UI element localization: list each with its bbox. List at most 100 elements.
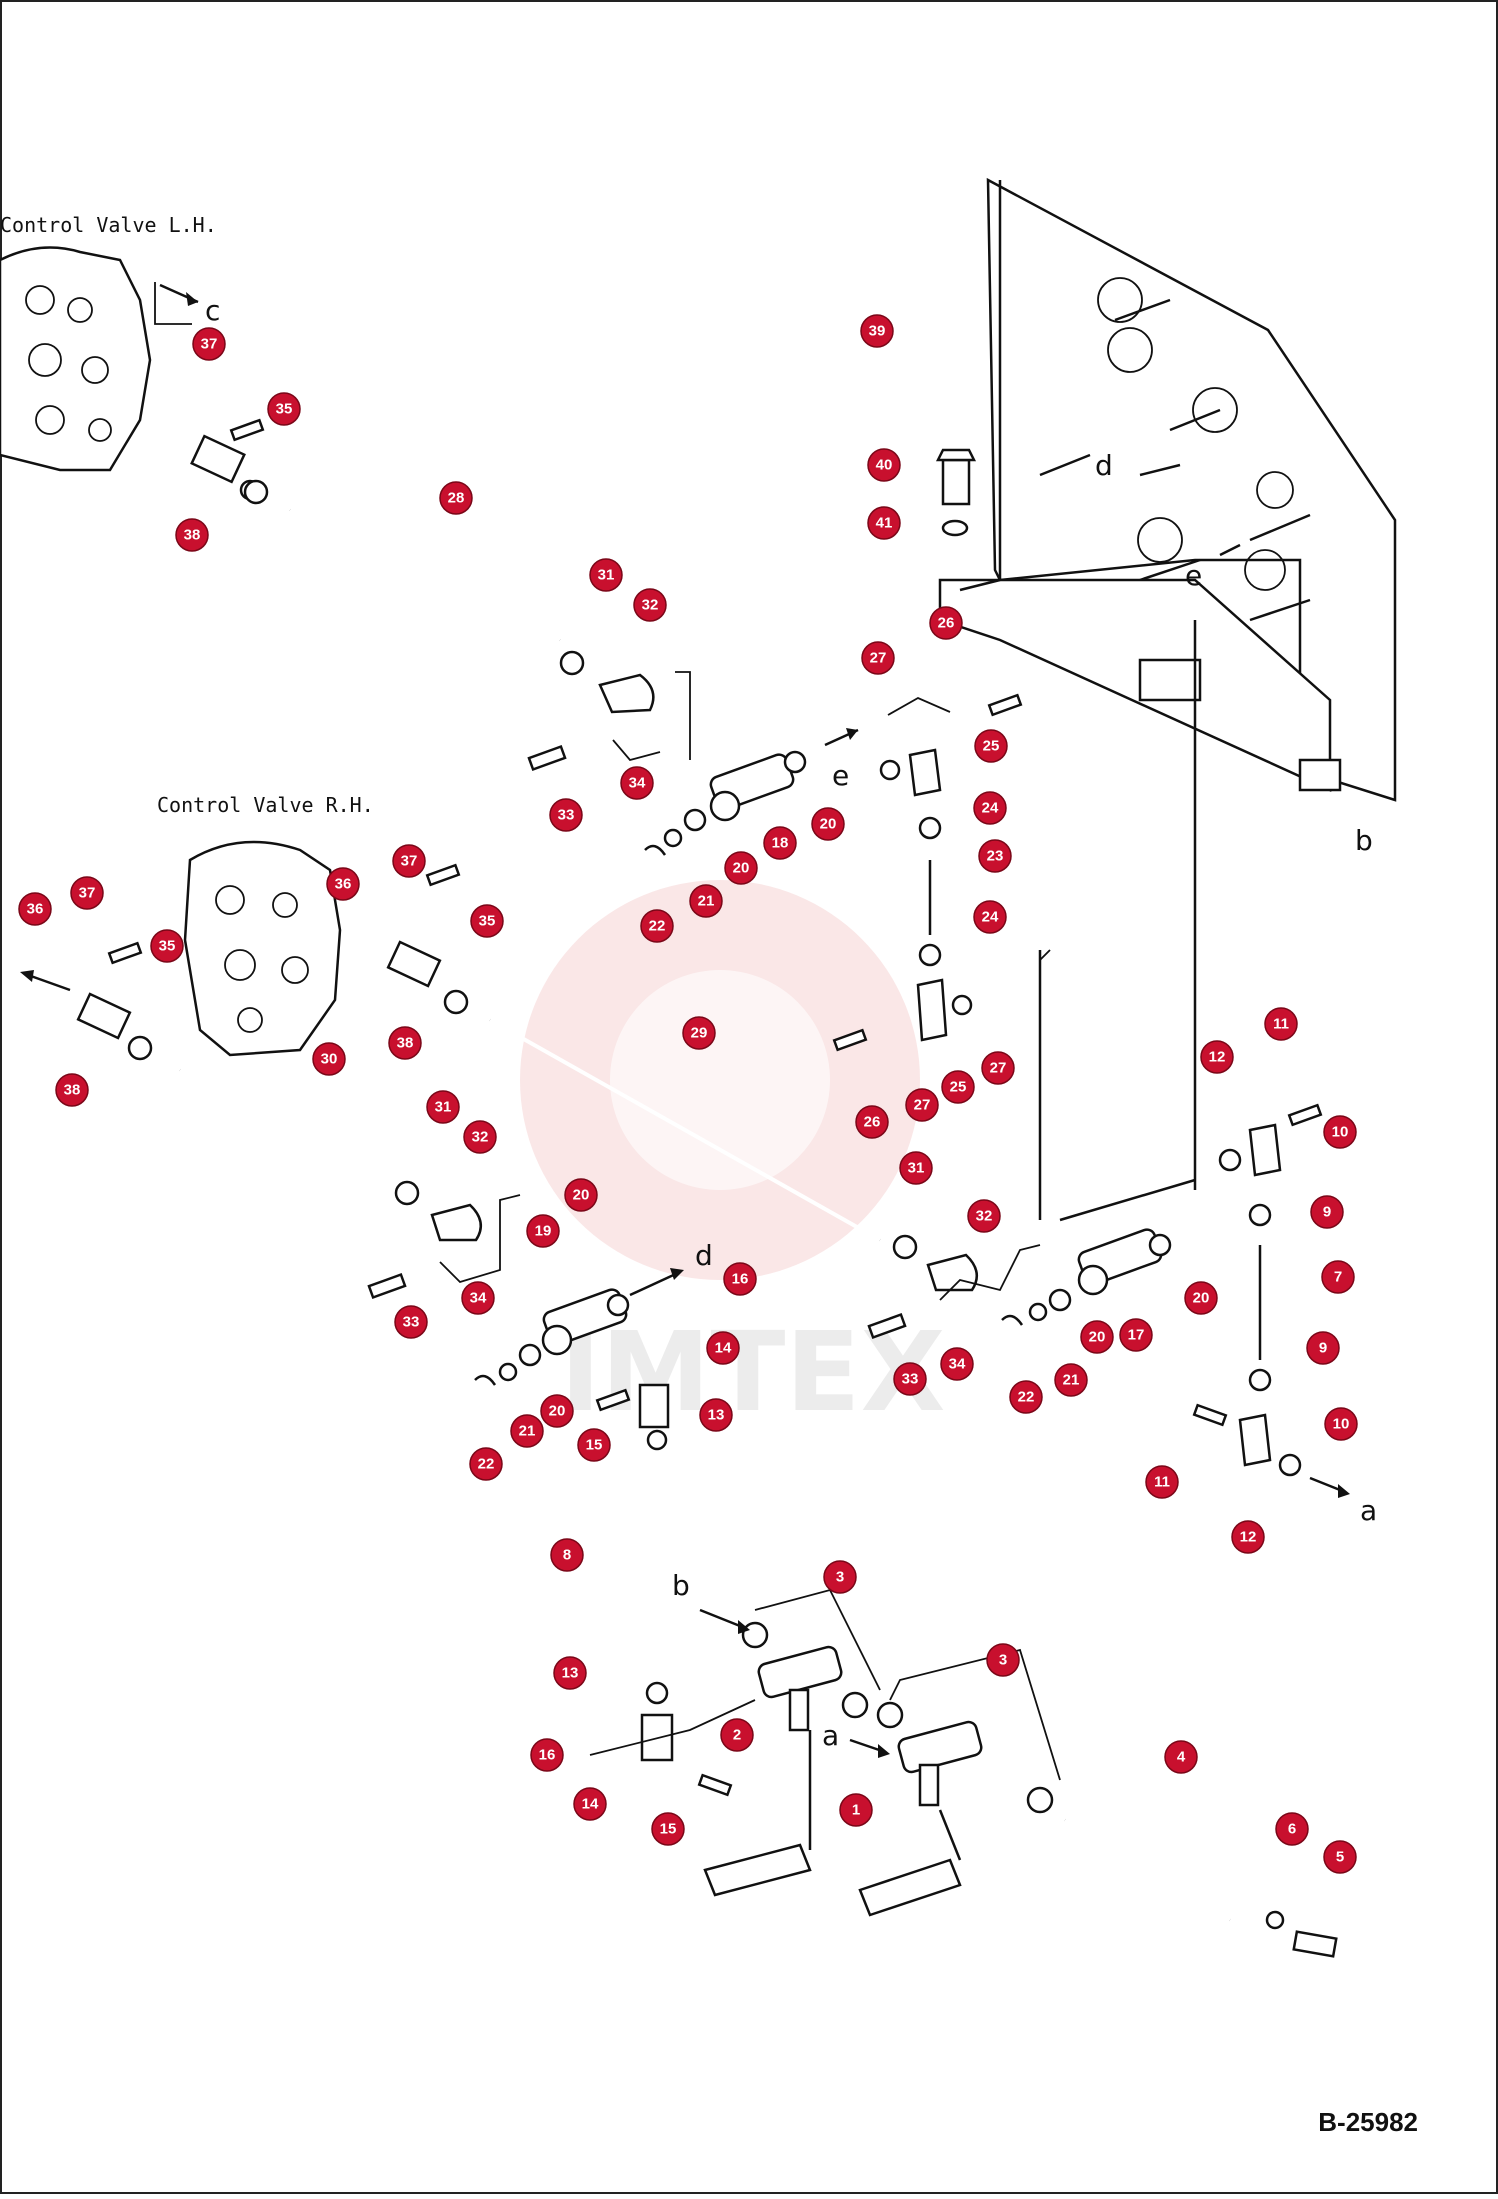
arrow-letter-a-lower: a (822, 1719, 839, 1752)
svg-text:32: 32 (472, 1129, 489, 1146)
badge-24-lower: 24 (973, 900, 1007, 934)
svg-text:10: 10 (1333, 1416, 1350, 1433)
svg-text:13: 13 (562, 1665, 579, 1682)
badge-7: 7 (1321, 1260, 1355, 1294)
svg-text:4: 4 (1177, 1749, 1186, 1766)
bolt-33-upper (527, 744, 567, 772)
joint-36-left (76, 992, 132, 1040)
svg-text:29: 29 (691, 1025, 708, 1042)
badge-38-right: 38 (388, 1026, 422, 1060)
badge-9-upper: 9 (1310, 1195, 1344, 1229)
rod-30 (178, 1067, 402, 1193)
svg-text:11: 11 (1273, 1016, 1289, 1033)
badge-40: 40 (867, 448, 901, 482)
bolt-37-right (425, 863, 461, 887)
svg-text:37: 37 (401, 853, 418, 870)
svg-text:15: 15 (660, 1821, 677, 1838)
badge-11-lower: 11 (1145, 1465, 1179, 1499)
nut-35-upper (243, 479, 269, 505)
svg-text:1: 1 (852, 1802, 860, 1819)
svg-text:33: 33 (558, 807, 575, 824)
svg-text:26: 26 (864, 1114, 881, 1131)
svg-text:23: 23 (987, 848, 1004, 865)
nut-24-lower (918, 943, 942, 967)
badge-35-left: 35 (150, 929, 184, 963)
svg-text:32: 32 (642, 597, 659, 614)
bolt-33-right (867, 1312, 907, 1340)
badge-39: 39 (860, 314, 894, 348)
svg-text:40: 40 (876, 457, 893, 474)
svg-text:14: 14 (582, 1796, 599, 1813)
badge-20-left: 20 (540, 1394, 574, 1428)
badge-16-lower: 16 (530, 1738, 564, 1772)
title-control-valve-rh: Control Valve R.H. (157, 793, 374, 817)
svg-text:35: 35 (159, 938, 176, 955)
badge-11-upper: 11 (1264, 1007, 1298, 1041)
badge-34-lower-left: 34 (461, 1281, 495, 1315)
svg-text:31: 31 (598, 567, 615, 584)
nut-9-lower (1248, 1368, 1272, 1392)
badge-38: 38 (175, 518, 209, 552)
svg-text:20: 20 (733, 860, 750, 877)
arrow-letter-d-lower: d (695, 1239, 713, 1272)
badge-15-lower: 15 (651, 1812, 685, 1846)
rod-end-25-upper (908, 748, 942, 797)
shaft-4 (1062, 1816, 1233, 1924)
svg-text:22: 22 (478, 1456, 495, 1473)
badge-38-left: 38 (55, 1073, 89, 1107)
bracket-plate (938, 177, 1397, 1222)
svg-text:31: 31 (908, 1160, 925, 1177)
svg-text:20: 20 (573, 1187, 590, 1204)
nut-27-lower (951, 994, 973, 1016)
bolt-33-left (367, 1272, 407, 1300)
svg-text:3: 3 (999, 1652, 1007, 1669)
badge-13-upper: 13 (699, 1398, 733, 1432)
svg-text:36: 36 (335, 876, 352, 893)
badge-20-right-a: 20 (1080, 1320, 1114, 1354)
svg-text:35: 35 (479, 913, 496, 930)
svg-text:8: 8 (563, 1547, 571, 1564)
direction-arrows (20, 283, 1350, 1758)
clevis-14-upper (638, 1383, 670, 1429)
badge-20-upper-a: 20 (811, 807, 845, 841)
badge-21-upper: 21 (689, 884, 723, 918)
badge-32-upper: 32 (633, 588, 667, 622)
rod-28 (239, 479, 562, 643)
badge-12-upper: 12 (1200, 1040, 1234, 1074)
bolt-11-upper (1287, 1103, 1323, 1127)
nut-12-lower (1278, 1453, 1302, 1477)
svg-text:12: 12 (1240, 1529, 1257, 1546)
svg-text:28: 28 (448, 490, 465, 507)
badge-37: 37 (192, 327, 226, 361)
badge-32-lower-left: 32 (463, 1120, 497, 1154)
badge-20-upper-b: 20 (724, 851, 758, 885)
nut-35-right (443, 989, 469, 1015)
badge-2: 2 (720, 1718, 754, 1752)
svg-text:41: 41 (876, 515, 893, 532)
svg-text:32: 32 (976, 1208, 993, 1225)
badge-16-upper: 16 (723, 1262, 757, 1296)
svg-text:38: 38 (184, 527, 201, 544)
svg-text:22: 22 (1018, 1389, 1035, 1406)
badge-33-lower-right: 33 (893, 1362, 927, 1396)
svg-text:34: 34 (629, 775, 646, 792)
svg-text:11: 11 (1154, 1474, 1170, 1491)
shaft-1 (876, 1701, 1054, 1814)
svg-text:15: 15 (586, 1437, 603, 1454)
svg-text:21: 21 (519, 1423, 536, 1440)
rod-end-32-right (926, 1253, 979, 1292)
badge-33-upper: 33 (549, 798, 583, 832)
badge-20-right-b: 20 (1184, 1281, 1218, 1315)
bolt-15-upper (595, 1388, 631, 1412)
badge-22-upper: 22 (640, 909, 674, 943)
svg-text:31: 31 (435, 1099, 452, 1116)
badge-28: 28 (439, 481, 473, 515)
svg-text:16: 16 (732, 1271, 749, 1288)
svg-text:38: 38 (64, 1082, 81, 1099)
badge-29: 29 (682, 1016, 716, 1050)
badge-17: 17 (1119, 1318, 1153, 1352)
badge-13-lower: 13 (553, 1656, 587, 1690)
badge-22-left: 22 (469, 1447, 503, 1481)
svg-text:17: 17 (1128, 1327, 1145, 1344)
